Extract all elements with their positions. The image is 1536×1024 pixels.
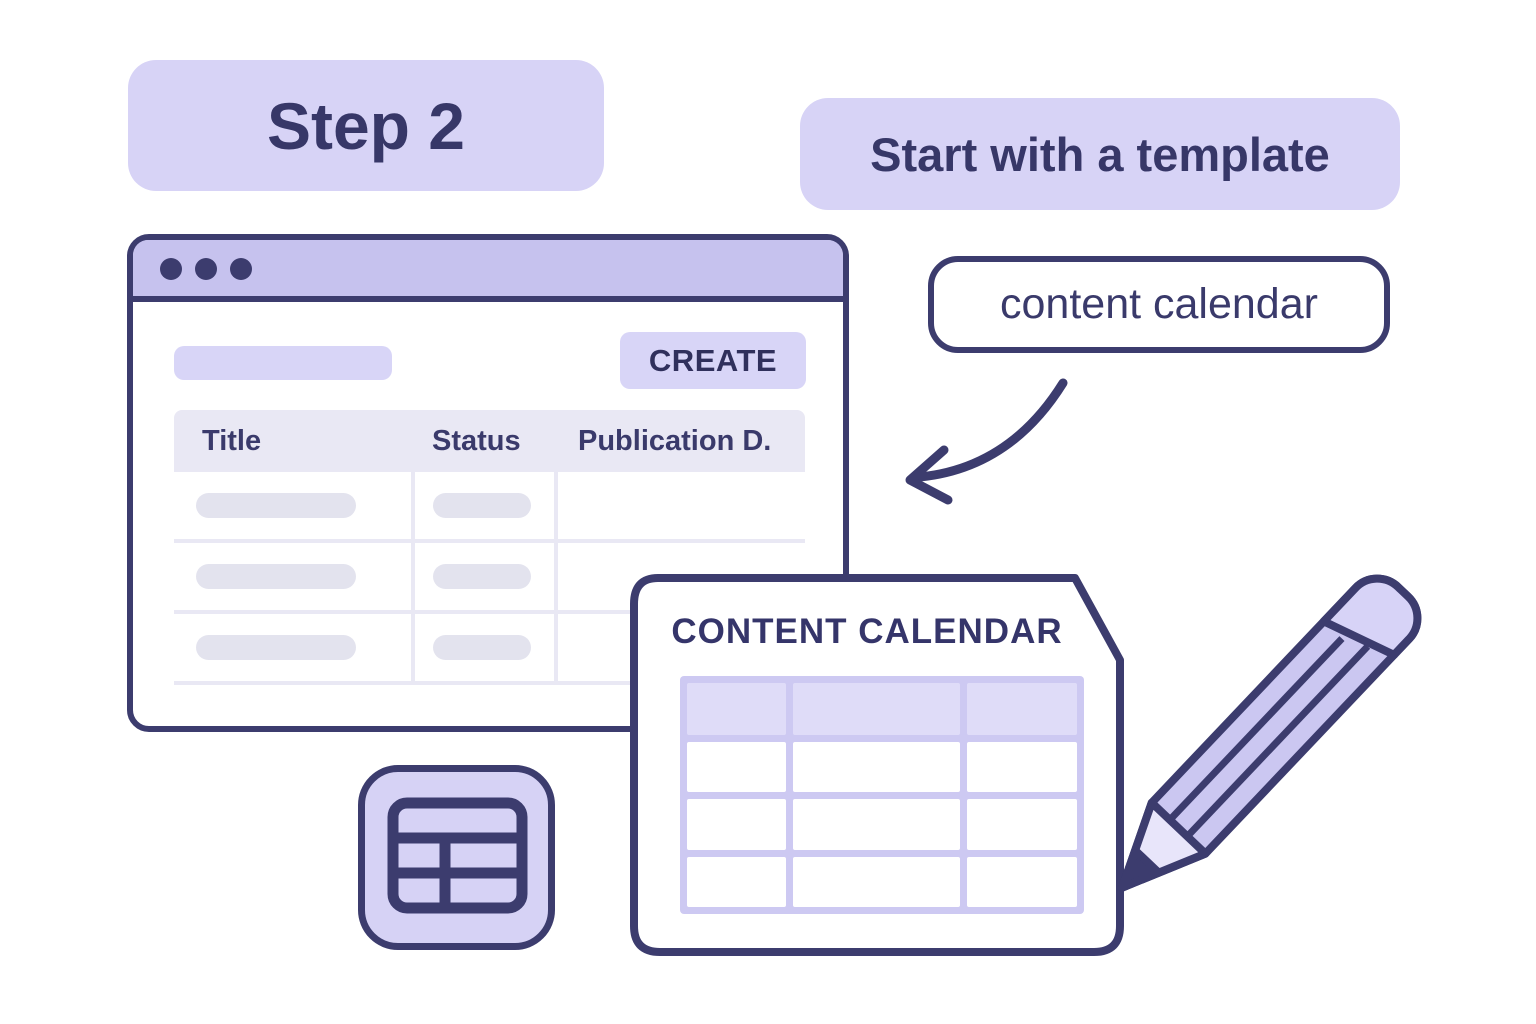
content-calendar-document: CONTENT CALENDAR xyxy=(630,574,1124,956)
template-badge: Start with a template xyxy=(800,98,1400,210)
text-placeholder xyxy=(433,564,531,589)
table-cell xyxy=(174,472,411,539)
calendar-header-cell xyxy=(687,683,786,735)
step-badge-label: Step 2 xyxy=(266,88,466,163)
column-header-title: Title xyxy=(202,425,262,457)
text-placeholder xyxy=(196,564,356,589)
table-grid-icon xyxy=(387,797,528,914)
calendar-cell xyxy=(967,799,1077,850)
create-button-label: CREATE xyxy=(648,342,778,378)
calendar-header-cell xyxy=(967,683,1077,735)
table-cell xyxy=(174,614,411,681)
window-dot-icon xyxy=(195,258,217,280)
window-dot-icon xyxy=(230,258,252,280)
calendar-cell xyxy=(793,742,960,792)
calendar-cell xyxy=(687,857,786,907)
curved-arrow-icon xyxy=(905,378,1068,505)
calendar-header-cell xyxy=(793,683,960,735)
text-placeholder xyxy=(433,493,531,518)
document-title: CONTENT CALENDAR xyxy=(671,612,1063,651)
text-placeholder xyxy=(433,635,531,660)
pencil-icon xyxy=(1118,574,1422,892)
table-header-row: Title Status Publication D. xyxy=(174,410,805,472)
table-cell xyxy=(174,543,411,610)
calendar-cell xyxy=(967,742,1077,792)
table-cell xyxy=(415,614,554,681)
table-cell xyxy=(415,543,554,610)
calendar-cell xyxy=(687,799,786,850)
column-header-status: Status xyxy=(432,425,521,457)
table-cell xyxy=(415,472,554,539)
step-badge: Step 2 xyxy=(128,60,604,191)
column-header-publication-date: Publication D. xyxy=(578,425,772,457)
search-field-placeholder[interactable] xyxy=(174,346,392,380)
template-badge-label: Start with a template xyxy=(870,127,1330,181)
create-button[interactable]: CREATE xyxy=(620,332,806,389)
calendar-cell xyxy=(687,742,786,792)
calendar-table xyxy=(680,676,1084,914)
window-controls-dots-icon xyxy=(160,258,252,280)
window-titlebar xyxy=(133,240,843,302)
table-app-icon xyxy=(358,765,555,950)
calendar-cell xyxy=(793,799,960,850)
calendar-cell xyxy=(967,857,1077,907)
table-cell xyxy=(558,472,805,539)
text-placeholder xyxy=(196,635,356,660)
window-dot-icon xyxy=(160,258,182,280)
calendar-cell xyxy=(793,857,960,907)
search-term-label: content calendar xyxy=(1000,280,1318,328)
text-placeholder xyxy=(196,493,356,518)
search-term-tag: content calendar xyxy=(928,256,1390,353)
